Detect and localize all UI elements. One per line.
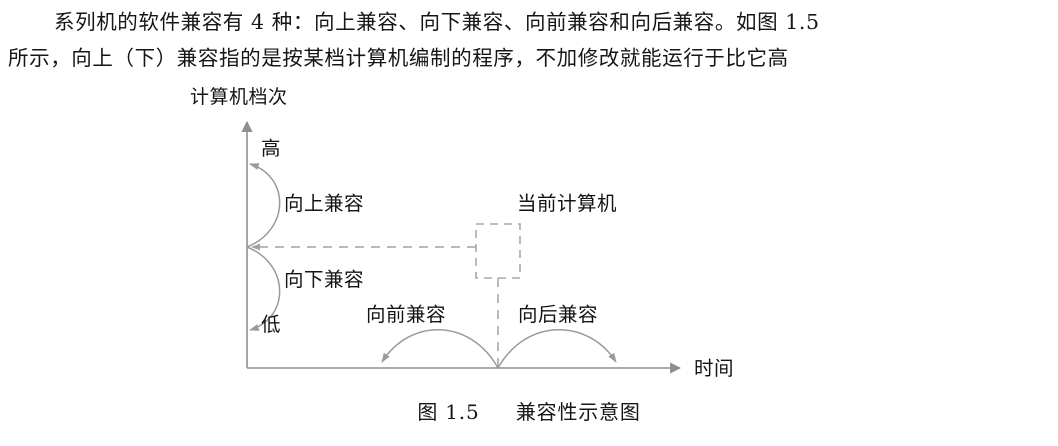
backward-compatible-label: 向后兼容 [518, 303, 599, 326]
current-machine-box [475, 223, 521, 279]
y-axis-high-label: 高 [261, 137, 282, 160]
figure-caption-title: 兼容性示意图 [515, 400, 641, 424]
y-axis-label: 计算机档次 [190, 86, 288, 108]
x-axis-label: 时间 [694, 357, 735, 380]
body-paragraph: 系列机的软件兼容有 4 种：向上兼容、向下兼容、向前兼容和向后兼容。如图 1.5… [8, 4, 1050, 76]
upward-compatible-label: 向上兼容 [284, 192, 365, 215]
current-machine-label: 当前计算机 [517, 192, 618, 215]
figure-caption-number: 图 1.5 [417, 400, 480, 424]
upward-compatible-arc [246, 163, 281, 248]
backward-compatible-arc [497, 329, 617, 369]
downward-compatible-arc [246, 246, 281, 331]
paragraph-line-1: 系列机的软件兼容有 4 种：向上兼容、向下兼容、向前兼容和向后兼容。如图 1.5 [54, 10, 820, 34]
paragraph-line-2: 所示，向上（下）兼容指的是按某档计算机编制的程序，不加修改就能运行于比它高 [8, 46, 789, 70]
figure-caption: 图 1.5 兼容性示意图 [0, 396, 1058, 425]
y-axis-low-label: 低 [261, 313, 282, 336]
downward-compatible-label: 向下兼容 [284, 268, 365, 291]
forward-compatible-arc [381, 329, 499, 369]
compatibility-diagram: 计算机档次 高 低 向上兼容 向下兼容 向前兼容 向后兼容 当前计算机 时间 [0, 78, 1058, 398]
forward-compatible-label: 向前兼容 [366, 303, 447, 326]
diagram-canvas [241, 120, 682, 374]
